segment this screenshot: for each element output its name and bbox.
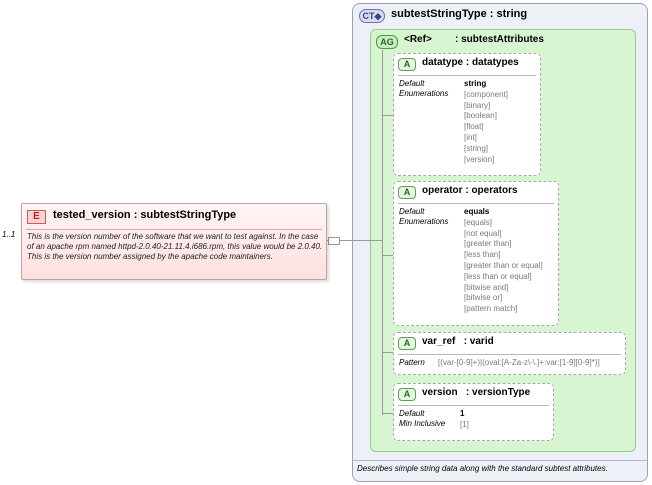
attribute-keys: Default Enumerations [399, 207, 449, 226]
occurrence-label: 1..1 [2, 230, 16, 239]
attribute-title: var_ref : varid [422, 336, 494, 347]
attribute-keys: Pattern [399, 358, 425, 367]
element-badge-icon: E [27, 210, 46, 224]
tree-line [352, 240, 382, 241]
attribute-version[interactable]: A version : versionType Default Min Incl… [393, 383, 554, 441]
attribute-badge-icon: A [398, 388, 416, 401]
complex-type-title: subtestStringType : string [391, 8, 528, 20]
attribute-group-ref: <Ref> [404, 34, 432, 45]
attribute-title: version : versionType [422, 387, 531, 398]
complex-type-documentation: Describes simple string data along with … [357, 464, 608, 473]
attribute-badge-icon: A [398, 337, 416, 350]
attribute-values: [(var-[0-9]+)|(oval:[A-Za-z\-\.]+:var:[1… [438, 358, 600, 367]
attribute-values: string [component] [binary] [boolean] [f… [464, 79, 509, 164]
attribute-keys: Default Min Inclusive [399, 409, 446, 428]
tree-line [382, 255, 393, 256]
attribute-var-ref[interactable]: A var_ref : varid Pattern [(var-[0-9]+)|… [393, 332, 626, 375]
attribute-title: operator : operators [422, 185, 518, 196]
tree-line [382, 115, 393, 116]
divider [398, 354, 621, 355]
divider [398, 405, 549, 406]
attribute-group-badge-icon: AG [376, 35, 398, 49]
element-title: tested_version : subtestStringType [53, 209, 237, 221]
element-box[interactable]: E tested_version : subtestStringType Thi… [21, 203, 327, 280]
tree-line [382, 413, 393, 414]
connector-line [340, 240, 352, 241]
attribute-values: 1 [1] [460, 409, 469, 429]
sequence-connector-icon [328, 237, 340, 245]
divider [353, 460, 647, 461]
attribute-group-name: : subtestAttributes [455, 34, 544, 45]
attribute-badge-icon: A [398, 58, 416, 71]
attribute-badge-icon: A [398, 186, 416, 199]
element-documentation: This is the version number of the softwa… [27, 232, 323, 261]
attribute-keys: Default Enumerations [399, 79, 449, 98]
attribute-title: datatype : datatypes [422, 57, 519, 68]
tree-line [382, 352, 393, 353]
tree-line [382, 50, 383, 415]
divider [26, 229, 322, 230]
complex-type-badge-icon: CT◆ [359, 9, 385, 23]
attribute-operator[interactable]: A operator : operators Default Enumerati… [393, 181, 559, 326]
attribute-values: equals [equals] [not equal] [greater tha… [464, 207, 543, 314]
divider [398, 75, 536, 76]
attribute-datatype[interactable]: A datatype : datatypes Default Enumerati… [393, 53, 541, 176]
divider [398, 203, 554, 204]
